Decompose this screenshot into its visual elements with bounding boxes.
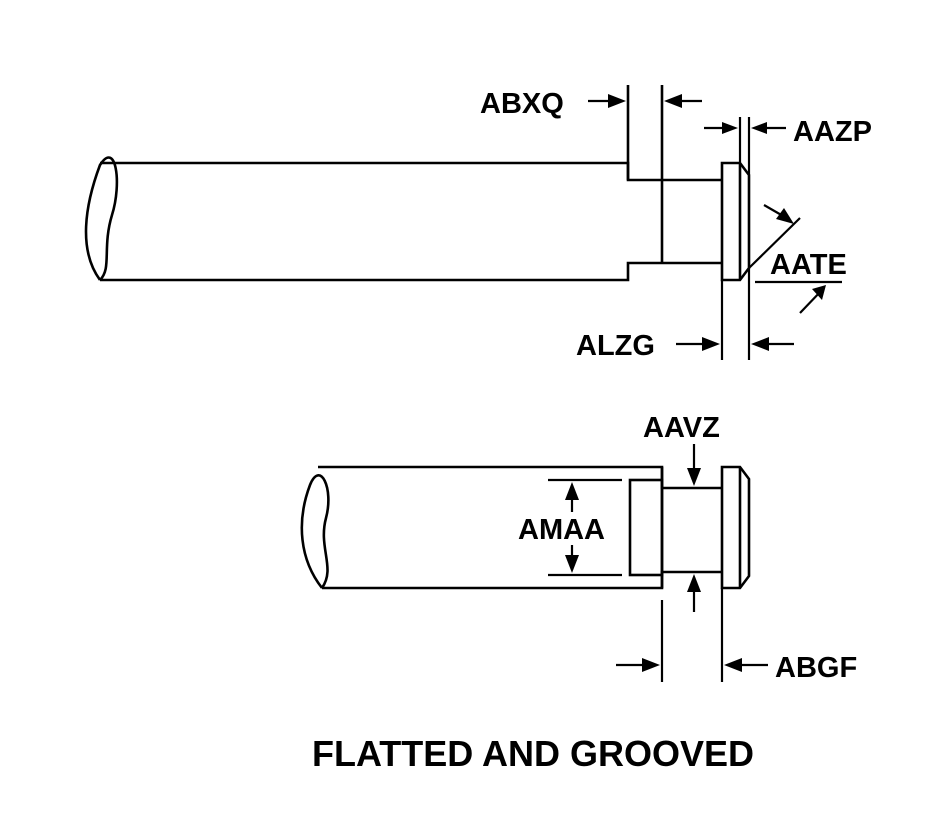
upper-head-collar [720,161,751,282]
abxq-arrow-right-head [664,94,682,108]
label-abgf: ABGF [775,652,857,684]
aazp-arrow-right-head [751,122,767,134]
aavz-arrow-down-head [687,468,701,486]
aate-arrow-bottom-head [812,285,826,300]
aate-chamfer-extension [748,217,801,269]
amaa-arrow-down-head [565,555,579,573]
aavz-arrow-up-head [687,574,701,592]
amaa-arrow-up-head [565,482,579,500]
lower-break-line [300,474,330,589]
label-aavz: AAVZ [643,412,720,444]
label-amaa: AMAA [518,514,605,546]
label-alzg: ALZG [576,330,655,362]
alzg-arrow-right-head [751,337,769,351]
drawing-title: FLATTED AND GROOVED [312,733,754,774]
alzg-arrow-left-head [702,337,720,351]
upper-break-line [84,156,119,281]
abgf-arrow-right-head [724,658,742,672]
label-abxq: ABXQ [480,88,564,120]
abgf-arrow-left-head [642,658,660,672]
upper-shaft-body [100,161,722,282]
abxq-arrow-left-head [608,94,626,108]
upper-view: ABXQ AAZP AATE ALZG [84,85,872,362]
lower-head-collar [720,465,751,590]
aate-arrow-top-head [776,208,794,224]
label-aate: AATE [770,249,847,281]
label-aazp: AAZP [793,116,872,148]
aazp-arrow-left-head [722,122,738,134]
lower-view: AAVZ AMAA ABGF [300,412,857,684]
lower-flat [628,478,664,577]
